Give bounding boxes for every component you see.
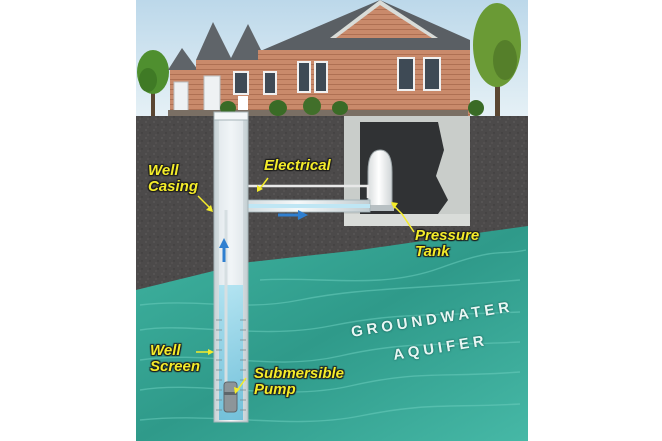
label-arrowheads [206, 185, 398, 394]
shrubs [220, 97, 484, 116]
label-electrical: Electrical [264, 157, 331, 174]
label-submersible-pump: Submersible Pump [254, 365, 345, 398]
label-well-screen: Well Screen [150, 342, 201, 375]
aquifer-texture [139, 249, 527, 423]
tree-left [137, 50, 169, 116]
label-pressure-tank: Pressure Tank [415, 227, 480, 260]
label-well-casing: Well Casing [148, 162, 199, 195]
flow-arrow-right [278, 210, 308, 220]
well-casing [213, 111, 249, 423]
house [168, 0, 470, 117]
flow-arrow-up [219, 238, 229, 262]
submersible-pump [223, 381, 238, 413]
well-screen [216, 319, 246, 411]
tree-right [473, 3, 521, 116]
pressure-tank [366, 149, 394, 211]
